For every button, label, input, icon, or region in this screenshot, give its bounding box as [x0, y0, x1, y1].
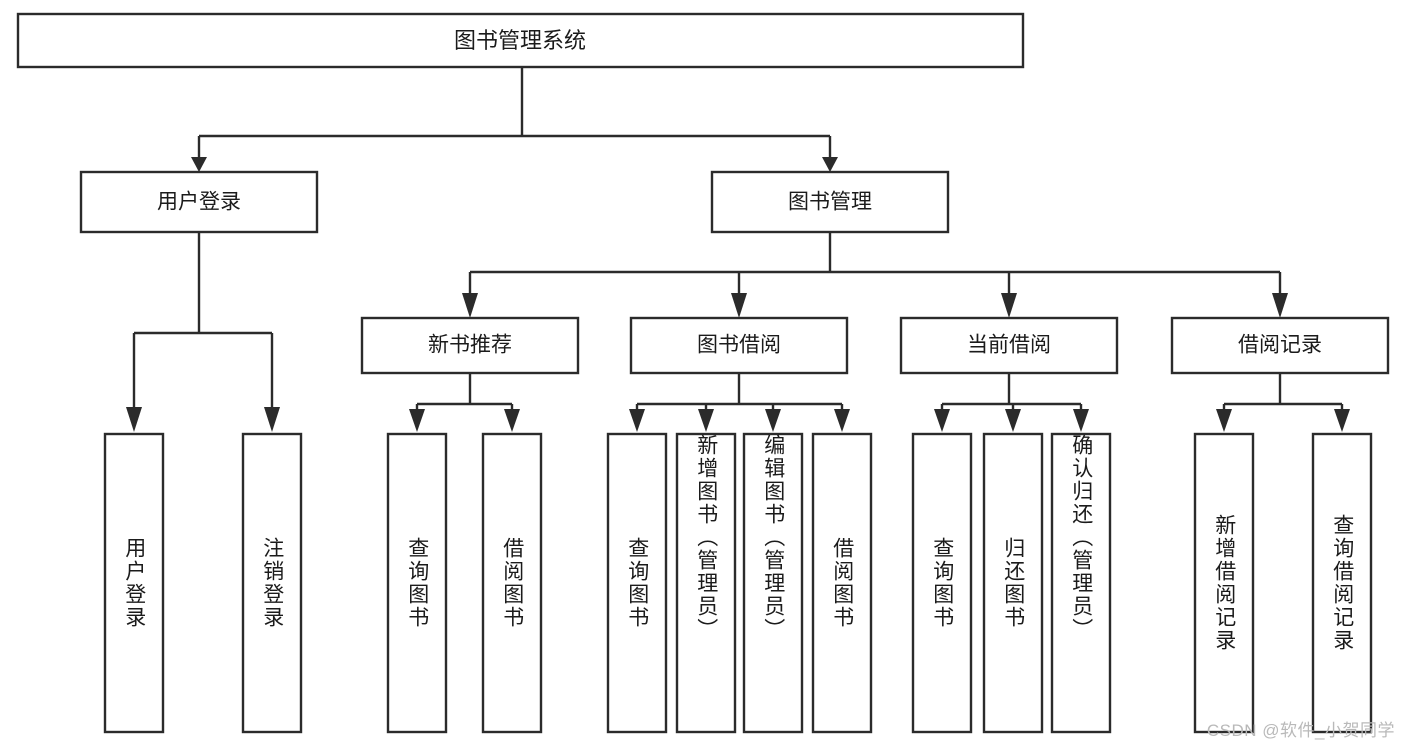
leaf-box-user-login-2[interactable] [241, 432, 303, 734]
node-user-login-label: 用户登录 [157, 191, 241, 214]
arrow-head-current-borrow [1001, 293, 1017, 318]
arrow-head-bb-leaf-4 [834, 409, 850, 432]
leaf-box-new-book-2[interactable] [481, 432, 543, 734]
node-book-borrow-label: 图书借阅 [697, 334, 781, 357]
arrow-head-br-leaf-1 [1216, 409, 1232, 432]
node-borrow-record-label: 借阅记录 [1238, 334, 1322, 357]
leaf-box-current-borrow-2[interactable] [982, 432, 1044, 734]
arrow-head-cb-leaf-3 [1073, 409, 1089, 432]
leaf-box-new-book-1[interactable] [386, 432, 448, 734]
leaf-box-current-borrow-3[interactable] [1050, 432, 1112, 734]
arrow-head-cb-leaf-1 [934, 409, 950, 432]
arrow-head-ul-leaf-2 [264, 407, 280, 432]
node-current-borrow-label: 当前借阅 [967, 334, 1051, 357]
connector-group-root [191, 67, 838, 172]
leaf-box-book-borrow-3[interactable] [742, 432, 804, 734]
leaf-box-borrow-record-2[interactable] [1311, 432, 1373, 734]
leaf-box-user-login-1[interactable] [103, 432, 165, 734]
leaf-box-book-borrow-2[interactable] [675, 432, 737, 734]
node-new-book-recommend[interactable] [360, 316, 580, 375]
arrow-head-nb-leaf-2 [504, 409, 520, 432]
connector-group-book-manage [462, 232, 1288, 318]
arrow-head-book-manage [822, 157, 838, 172]
arrow-head-nb-leaf-1 [409, 409, 425, 432]
arrow-head-borrow-record [1272, 293, 1288, 318]
arrow-head-cb-leaf-2 [1005, 409, 1021, 432]
node-root-system[interactable] [16, 12, 1025, 69]
node-current-borrow[interactable] [899, 316, 1119, 375]
arrow-head-book-borrow [731, 293, 747, 318]
node-book-borrow[interactable] [629, 316, 849, 375]
node-root-system-label: 图书管理系统 [454, 28, 586, 53]
arrow-head-new-book [462, 293, 478, 318]
node-book-manage-label: 图书管理 [788, 191, 872, 214]
arrow-head-user-login [191, 157, 207, 172]
arrow-head-ul-leaf-1 [126, 407, 142, 432]
leaf-box-borrow-record-1[interactable] [1193, 432, 1255, 734]
leaf-box-current-borrow-1[interactable] [911, 432, 973, 734]
connector-group-new-book [409, 373, 520, 432]
connector-group-current-borrow [934, 373, 1089, 432]
node-new-book-recommend-label: 新书推荐 [428, 334, 512, 357]
connector-group-borrow-record [1216, 373, 1350, 432]
connector-group-user-login [126, 232, 280, 432]
node-book-manage[interactable] [710, 170, 950, 234]
arrow-head-bb-leaf-1 [629, 409, 645, 432]
arrow-head-bb-leaf-3 [765, 409, 781, 432]
node-user-login[interactable] [79, 170, 319, 234]
connector-group-book-borrow [629, 373, 850, 432]
csdn-watermark: CSDN @软件_小贺同学 [1206, 721, 1395, 740]
arrow-head-br-leaf-2 [1334, 409, 1350, 432]
arrow-head-bb-leaf-2 [698, 409, 714, 432]
leaf-box-book-borrow-4[interactable] [811, 432, 873, 734]
node-borrow-record[interactable] [1170, 316, 1390, 375]
leaf-box-book-borrow-1[interactable] [606, 432, 668, 734]
